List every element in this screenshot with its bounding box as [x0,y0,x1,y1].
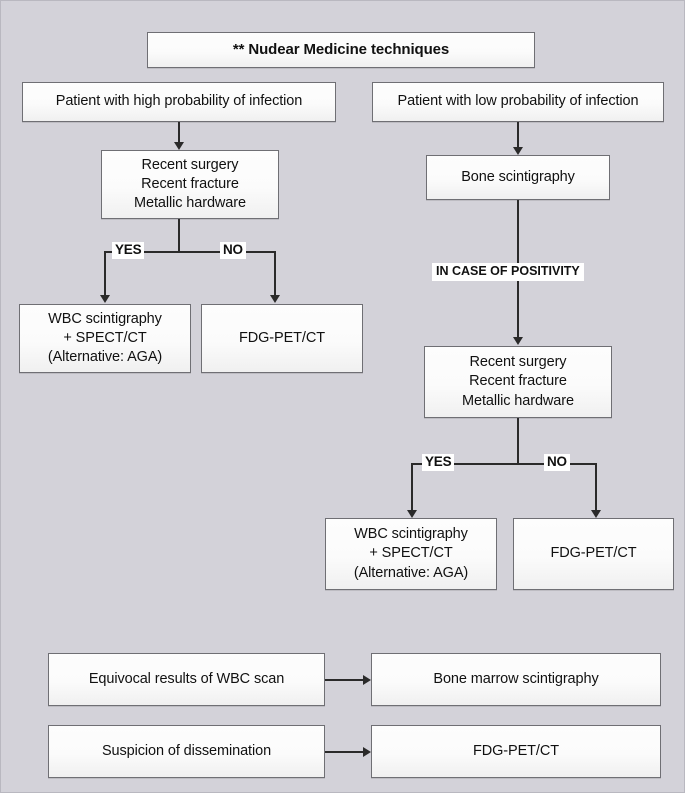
node-bottom-fdg-pet-text: FDG-PET/CT [473,742,559,759]
node-left-fdg-pet-text: FDG-PET/CT [239,329,325,346]
arrowhead-equivocal-to-bonemarrow [363,675,371,685]
node-right-risk-factors: Recent surgery Recent fracture Metallic … [424,346,612,418]
edge-label-left-yes: YES [112,242,145,259]
connector-left-no-leg [274,251,276,299]
node-bone-marrow-scintigraphy: Bone marrow scintigraphy [371,653,661,706]
connector-left-yes-leg [104,251,106,299]
connector-highprob-to-leftrisk [178,122,180,145]
node-low-probability-text: Patient with low probability of infectio… [397,93,639,110]
node-low-probability: Patient with low probability of infectio… [372,82,664,122]
edge-label-right-yes: YES [422,454,455,471]
arrowhead-highprob-to-leftrisk [174,142,184,150]
node-high-probability: Patient with high probability of infecti… [22,82,336,122]
node-left-risk-factors-text: Recent surgery Recent fracture Metallic … [134,156,246,212]
arrowhead-left-yes [100,295,110,303]
node-bone-scintigraphy-text: Bone scintigraphy [461,168,575,185]
arrowhead-bonescint-to-rightrisk [513,337,523,345]
node-right-fdg-pet: FDG-PET/CT [513,518,674,590]
node-equivocal-wbc: Equivocal results of WBC scan [48,653,325,706]
node-right-fdg-pet-text: FDG-PET/CT [550,545,637,562]
node-title-text: ** Nudear Medicine techniques [232,41,450,59]
connector-leftrisk-stem [178,219,180,252]
connector-right-no-leg [595,463,597,513]
node-bone-marrow-scintigraphy-text: Bone marrow scintigraphy [433,670,599,687]
edge-label-right-no: NO [544,454,570,471]
node-left-wbc-spect: WBC scintigraphy + SPECT/CT (Alternative… [19,304,191,373]
node-right-wbc-spect: WBC scintigraphy + SPECT/CT (Alternative… [325,518,497,590]
arrowhead-left-no [270,295,280,303]
edge-label-in-case-of-positivity: IN CASE OF POSITIVITY [432,263,584,281]
node-suspicion-dissemination-text: Suspicion of dissemination [101,742,272,759]
arrowhead-suspicion-to-fdg [363,747,371,757]
node-left-fdg-pet: FDG-PET/CT [201,304,363,373]
node-bottom-fdg-pet: FDG-PET/CT [371,725,661,778]
edge-label-left-no: NO [220,242,246,259]
connector-rightrisk-stem [517,418,519,464]
node-bone-scintigraphy: Bone scintigraphy [426,155,610,200]
node-right-wbc-spect-text: WBC scintigraphy + SPECT/CT (Alternative… [353,526,469,581]
node-left-risk-factors: Recent surgery Recent fracture Metallic … [101,150,279,219]
connector-right-split-bar [411,463,597,465]
node-right-risk-factors-text: Recent surgery Recent fracture Metallic … [462,354,574,409]
arrowhead-lowprob-to-bonescint [513,147,523,155]
connector-suspicion-to-fdg [325,751,367,753]
node-suspicion-dissemination: Suspicion of dissemination [48,725,325,778]
node-high-probability-text: Patient with high probability of infecti… [55,93,303,110]
connector-right-yes-leg [411,463,413,513]
node-equivocal-wbc-text: Equivocal results of WBC scan [88,670,285,687]
connector-lowprob-to-bonescint [517,122,519,150]
connector-left-split-bar [104,251,276,253]
arrowhead-right-yes [407,510,417,518]
node-left-wbc-spect-text: WBC scintigraphy + SPECT/CT (Alternative… [47,310,163,366]
arrowhead-right-no [591,510,601,518]
connector-equivocal-to-bonemarrow [325,679,367,681]
node-title: ** Nudear Medicine techniques [147,32,535,68]
